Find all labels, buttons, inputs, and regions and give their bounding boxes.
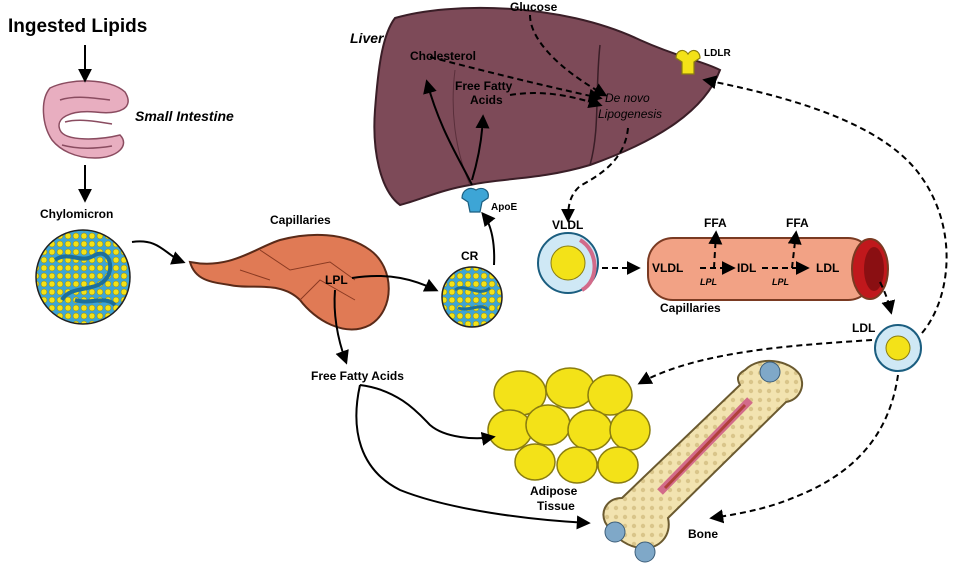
arrow-ffa-to-bone	[355, 384, 591, 530]
label-small-intestine: Small Intestine	[135, 108, 234, 124]
label-cholesterol: Cholesterol	[410, 49, 476, 63]
label-free-fatty-acids: Free Fatty Acids	[311, 369, 404, 383]
label-free-fatty-acids-liver-1: Free Fatty	[455, 79, 513, 93]
label-vessel-idl: IDL	[737, 261, 756, 275]
label-apoe: ApoE	[491, 202, 517, 213]
dashed-arrows	[429, 14, 948, 524]
arrow-lpl-to-ffa	[333, 289, 349, 365]
blood-vessel	[647, 237, 889, 301]
liver-organ	[373, 6, 722, 207]
arrow-ldl-to-adipose	[637, 339, 873, 385]
arrow-to-cholesterol	[423, 79, 473, 186]
arrow-to-ffa-liver	[471, 114, 490, 181]
label-tissue: Tissue	[537, 499, 575, 513]
arrow-vessel-to-ldl	[879, 281, 896, 315]
label-ffa-2: FFA	[786, 216, 809, 230]
label-chylomicron: Chylomicron	[40, 207, 113, 221]
chylomicron-particle	[35, 229, 131, 325]
arrow-cr-to-apoe	[481, 211, 496, 266]
arrow-ldl-to-bone	[709, 374, 899, 524]
label-ffa-1: FFA	[704, 216, 727, 230]
solid-arrows	[78, 45, 591, 530]
arrow-cholesterol-to-lipogenesis	[429, 56, 603, 103]
arrow-vessel-to-ffa-2	[787, 230, 802, 269]
capillary-vessel-top	[188, 233, 390, 331]
arrow-lipogenesis-to-vldl	[561, 127, 629, 223]
label-cr: CR	[461, 249, 479, 263]
label-capillaries-top: Capillaries	[270, 213, 331, 227]
page-title: Ingested Lipids	[8, 16, 147, 37]
arrow-chylomicron-to-capillary	[131, 240, 186, 265]
bone-icon	[602, 359, 804, 563]
label-de-novo: De novo	[605, 91, 650, 105]
ldlr-receptor-icon	[675, 49, 701, 75]
label-vessel-lpl-2: LPL	[772, 277, 789, 287]
apoe-receptor-icon	[461, 187, 489, 213]
label-capillaries-bottom: Capillaries	[660, 301, 721, 315]
arrow-lpl-to-cr	[351, 274, 439, 292]
arrow-vessel-to-ffa-1	[708, 230, 723, 269]
ldl-particle	[874, 324, 922, 372]
arrow-ffa-to-adipose	[359, 384, 496, 446]
label-vldl-particle: VLDL	[552, 218, 583, 232]
small-intestine-icon	[42, 80, 129, 159]
label-ldl-particle: LDL	[852, 321, 875, 335]
label-bone: Bone	[688, 527, 718, 541]
label-lpl-top: LPL	[325, 273, 348, 287]
label-vessel-vldl: VLDL	[652, 261, 683, 275]
label-ldlr: LDLR	[704, 48, 731, 59]
label-vessel-lpl-1: LPL	[700, 277, 717, 287]
label-glucose: Glucose	[510, 0, 558, 14]
vldl-particle	[537, 232, 599, 294]
label-lipogenesis: Lipogenesis	[598, 107, 662, 121]
cr-particle	[441, 266, 503, 328]
label-adipose: Adipose	[530, 484, 578, 498]
label-free-fatty-acids-liver-2: Acids	[470, 93, 503, 107]
label-vessel-ldl: LDL	[816, 261, 839, 275]
label-liver: Liver	[350, 30, 385, 46]
adipose-tissue-cells	[487, 367, 651, 484]
